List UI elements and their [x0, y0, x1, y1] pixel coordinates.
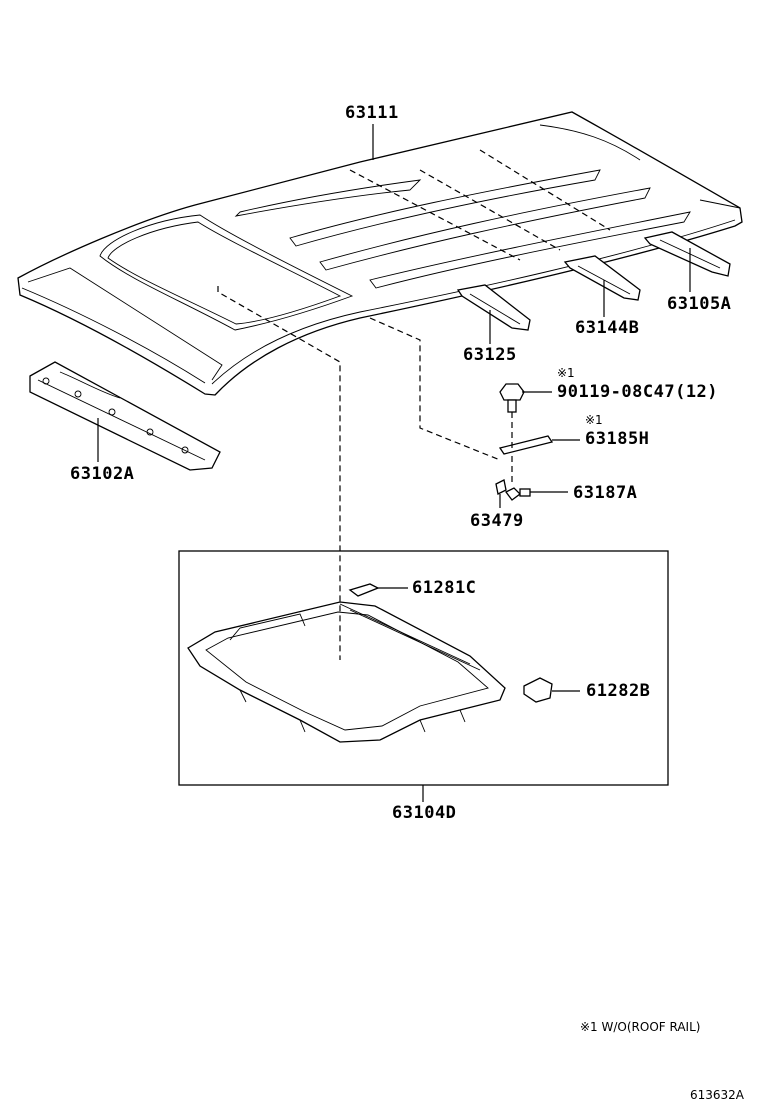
note-marker-bracket: ※1 — [585, 413, 603, 427]
retainer-drawing — [495, 479, 507, 495]
dashed-lines — [217, 286, 513, 660]
rail-63144B-drawing — [563, 255, 641, 301]
roof-panel-drawing — [17, 111, 743, 396]
label-63479: 63479 — [470, 511, 524, 531]
label-63104D: 63104D — [392, 803, 457, 823]
sunroof-bracket-drawing — [523, 677, 553, 703]
rail-63125-drawing — [456, 284, 531, 331]
label-63185H: 63185H — [585, 429, 650, 449]
rail-63102A-drawing — [29, 361, 221, 471]
label-63102A: 63102A — [70, 464, 135, 484]
bracket-drawing — [498, 435, 554, 455]
figure-code: 613632A — [690, 1088, 745, 1102]
nut-drawing — [499, 383, 525, 413]
label-63187A: 63187A — [573, 483, 638, 503]
label-63144B: 63144B — [575, 318, 640, 338]
label-61282B: 61282B — [586, 681, 651, 701]
label-63105A: 63105A — [667, 294, 732, 314]
clip-drawing — [505, 487, 531, 501]
note-marker-nut: ※1 — [557, 366, 575, 380]
stopper-drawing — [348, 583, 380, 597]
sunroof-frame-drawing — [187, 601, 506, 743]
label-63111: 63111 — [345, 103, 399, 123]
label-nut: 90119-08C47(12) — [557, 382, 719, 402]
leader-lines — [97, 124, 691, 802]
footnote: ※1 W/O(ROOF RAIL) — [580, 1020, 701, 1034]
label-63125: 63125 — [463, 345, 517, 365]
label-61281C: 61281C — [412, 578, 477, 598]
